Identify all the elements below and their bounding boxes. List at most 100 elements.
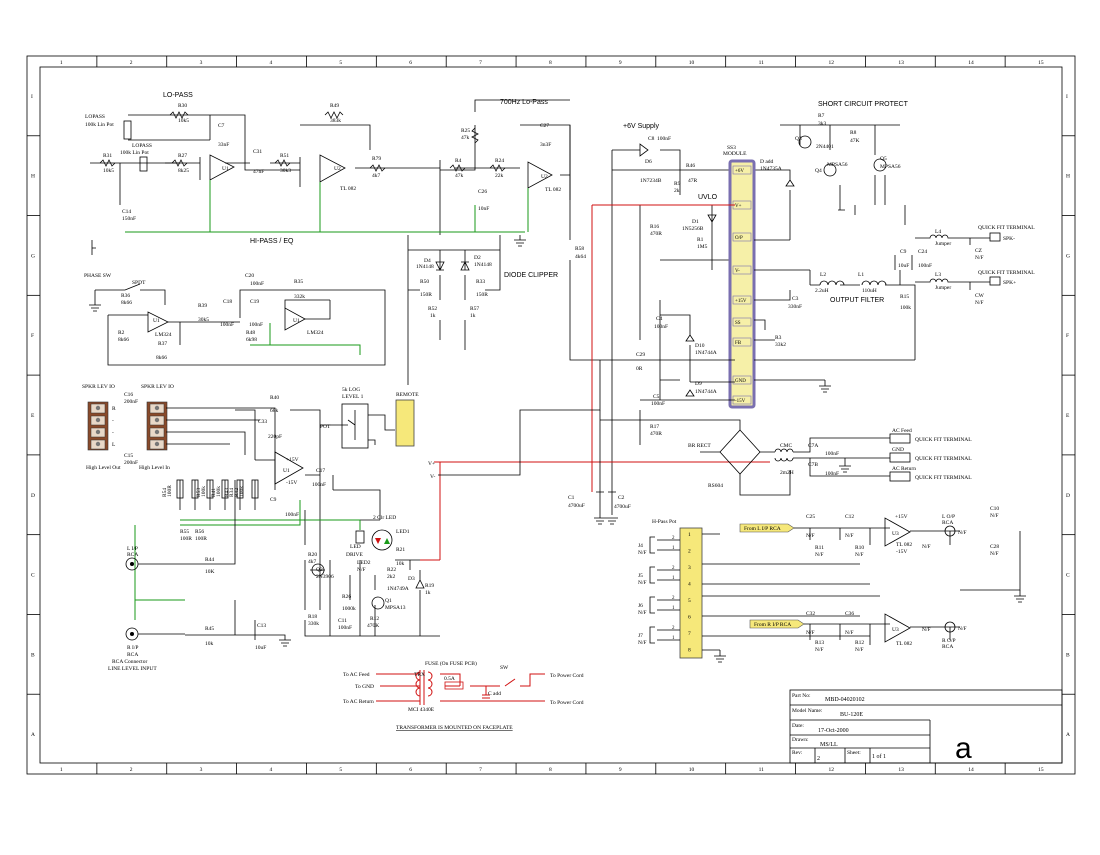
C32-value: N/F [806,630,815,636]
led-drive-wires [304,510,440,637]
spk-minus-terminal-type: QUICK FIT TERMINAL [978,225,1035,231]
jumper-pin: 2 [672,566,675,571]
module-subtitle: MODULE [723,151,747,157]
fuse-value: 0.5A [444,676,455,682]
U2b-label: U2 [541,174,548,180]
L3-label: L3 [935,272,941,278]
remote-connector[interactable] [395,399,415,447]
Q5-label: Q5 [880,156,887,162]
R21-value: 10k [396,561,405,567]
bridge-wires [594,410,791,525]
module-pin [732,232,752,242]
D10-label: D10 [695,343,705,349]
spkr-out-block[interactable] [87,401,109,451]
module-pin-label: GND [735,379,746,384]
transformer-note: TRANSFORMER IS MOUNTED ON FACEPLATE [396,725,513,731]
from-r-ip-label: From R I/P RCA [754,622,791,628]
lopass-pot2-label: LOPASS [132,143,152,149]
C29-label: C29 [636,352,645,358]
C8-value: 100nF [657,136,671,142]
zone-col-bottom: 3 [200,767,203,773]
lopass-pot-value: 100k Lin Pot [85,122,114,128]
gnd-terminal[interactable] [889,452,911,463]
D3-part: 1N4749A [387,586,409,592]
R46-value: 47R [688,178,698,184]
C25-value: N/F [806,533,815,539]
ac-return-terminal[interactable] [889,471,911,482]
R48-value: 6k98 [246,337,257,343]
R13-value: N/F [815,647,824,653]
J6-value: N/F [638,610,647,616]
J4-label: J4 [638,543,643,549]
spk-plus-terminal[interactable] [989,276,1001,286]
hpass-pot-connector[interactable] [679,527,703,659]
C25-label: C25 [806,514,815,520]
LED1-label: LED1 [396,529,410,535]
R50-label: R50 [420,279,429,285]
C12-value: N/F [845,533,854,539]
U2-part: TL 082 [340,186,356,192]
switch-label: SW [500,665,509,671]
U1-input-opamp [274,451,304,485]
C24-label: C24 [918,249,927,255]
R18-label: R18 [308,614,317,620]
lopass-pot-symbol [123,120,132,140]
R37-value: 8k66 [156,355,167,361]
C16-value: 200nF [124,399,138,405]
sheet-label: Sheet: [847,750,861,756]
R45-value: 10k [205,641,214,647]
l-op-rca-jack[interactable] [944,525,956,537]
R52-value: 1k [430,313,436,319]
R16-value: 470R [650,231,662,237]
R44-label: R44 [205,557,214,563]
zone-row-right: B [1066,652,1070,658]
module-pin-label: V+ [735,204,742,209]
R36-label: R36 [121,293,130,299]
to-ac-return-label: To AC Return [343,699,374,705]
gnd-terminal-type: QUICK FIT TERMINAL [915,456,972,462]
spk-minus-terminal[interactable] [989,232,1001,242]
R52-label: R52 [428,306,437,312]
power-input-wires [376,673,545,702]
R30-label: R30 [178,103,187,109]
Q4-part: MPSA56 [827,162,848,168]
zone-col-top: 13 [898,60,904,66]
U3-output-opamp [884,517,911,547]
Q4-label: Q4 [815,168,822,174]
LED2-label: LED2 [357,560,371,566]
R7-value: 3k3 [818,121,827,127]
L1-label: L1 [858,272,864,278]
C27-label: C27 [540,123,549,129]
zone-row-left: F [31,333,34,339]
Q5-transistor [873,158,887,172]
hpass-pin-number: 4 [688,582,691,588]
R12-label: R12 [370,616,379,622]
R43-label: R43 [224,488,230,497]
C32-label: C32 [806,611,815,617]
ac-return-terminal-type: QUICK FIT TERMINAL [915,475,972,481]
R27-label: R27 [178,153,187,159]
C9b-value: 100nF [285,512,299,518]
company-logo: a [955,732,972,765]
module-title: SS3 [727,145,736,151]
R12b-label: R12 [855,640,864,646]
zone-markers: 1122334455667788991010111112121313141415… [27,56,1075,774]
spkr-in-block[interactable] [146,401,168,451]
ground-bus-top [125,180,529,233]
hpass-pin-number: 2 [688,549,691,555]
C15-label: C15 [124,453,133,459]
ac-feed-terminal[interactable] [889,433,911,444]
inner-border [39,66,1063,764]
jumper-wire [657,599,680,611]
jumper-bracket [649,596,655,614]
zone-row-left: I [31,94,33,100]
D6-part: 1N7234B [640,178,662,184]
R9-value: 2k [674,188,680,194]
module-pin [732,295,752,305]
C31-value: 47nF [253,169,264,175]
R56-label: R56 [195,529,204,535]
r-op-rca-jack[interactable] [944,621,956,633]
input-resistor [221,479,229,499]
